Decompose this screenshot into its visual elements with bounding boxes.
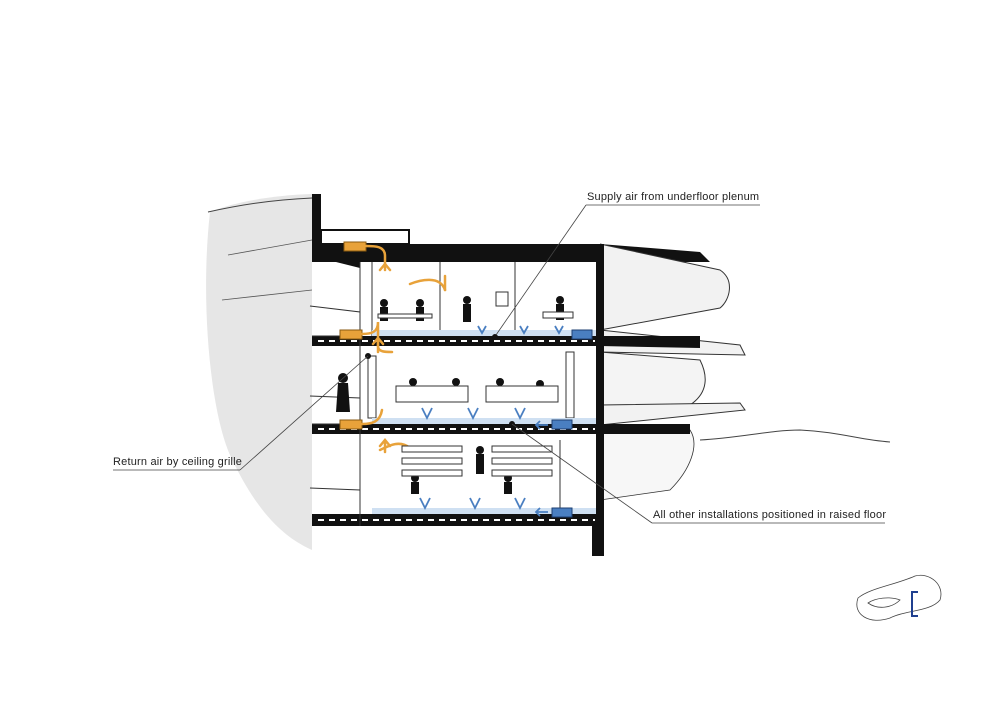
interior-walls bbox=[367, 262, 575, 508]
retaining-wall bbox=[312, 194, 321, 254]
left-facade-lines bbox=[309, 262, 373, 526]
supply-air-label: Supply air from underfloor plenum bbox=[587, 191, 760, 203]
leader-lines bbox=[113, 204, 885, 524]
facade-low bbox=[599, 424, 695, 501]
furniture bbox=[377, 291, 574, 477]
supply-air-arrows bbox=[419, 325, 564, 517]
right-wall bbox=[596, 244, 604, 556]
terrain-step bbox=[221, 239, 313, 301]
floor-slabs bbox=[312, 336, 700, 526]
installations-label: All other installations positioned in ra… bbox=[653, 509, 887, 521]
right-terrain-line bbox=[699, 429, 891, 443]
supply-units bbox=[551, 329, 593, 518]
right-wall-base bbox=[592, 526, 604, 556]
return-air-arrows bbox=[360, 244, 447, 454]
installation-dots bbox=[365, 334, 515, 427]
return-air-label: Return air by ceiling grille bbox=[113, 456, 243, 468]
site-plan-logo-icon bbox=[856, 574, 942, 621]
balcony-2 bbox=[599, 402, 746, 426]
facade-upper bbox=[599, 243, 730, 331]
ground-mass bbox=[206, 194, 312, 550]
terrain-line bbox=[207, 197, 313, 213]
underfloor-plenums bbox=[372, 330, 596, 514]
